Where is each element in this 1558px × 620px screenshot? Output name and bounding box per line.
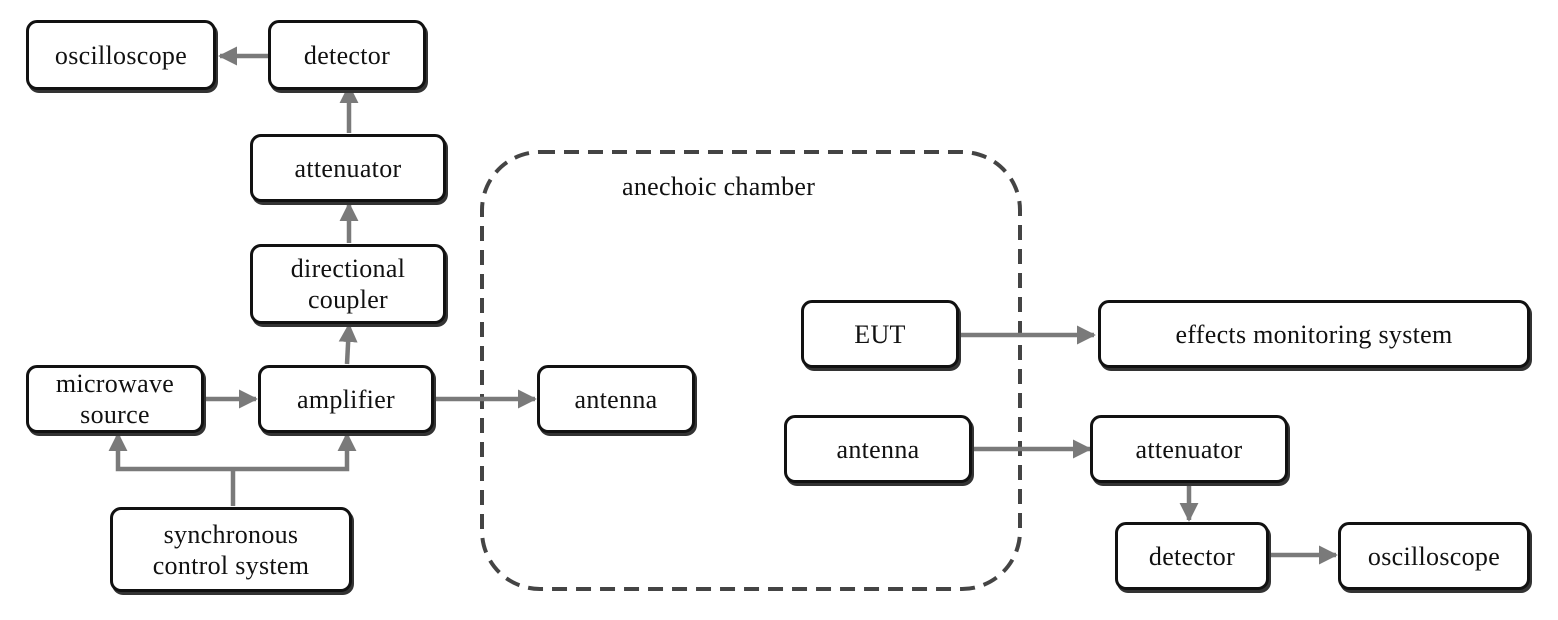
oscilloscope-box-left: oscilloscope: [26, 20, 216, 90]
oscilloscope-box-right: oscilloscope: [1338, 522, 1530, 590]
eut-label: EUT: [854, 319, 906, 349]
anechoic-chamber-label: anechoic chamber: [622, 172, 816, 201]
microwave-source-label: microwave source: [55, 369, 175, 429]
effects-monitoring-system-box: effects monitoring system: [1098, 300, 1530, 368]
attenuator-label: attenuator: [294, 153, 402, 183]
detector-box-left: detector: [268, 20, 426, 90]
arrow-amplifier-to-coupler: [338, 323, 358, 365]
detector-box-right: detector: [1115, 522, 1269, 590]
attenuator-box-right: attenuator: [1090, 415, 1288, 483]
eut-box: EUT: [801, 300, 959, 368]
synchronous-control-system-label: synchronous control system: [152, 519, 310, 580]
attenuator-label: attenuator: [1135, 434, 1243, 464]
synchronous-control-system-box: synchronous control system: [110, 507, 352, 592]
directional-coupler-label: directional coupler: [290, 254, 406, 314]
microwave-source-box: microwave source: [26, 365, 204, 433]
amplifier-label: amplifier: [297, 384, 395, 414]
arrow-sync-to-amplifier: [233, 432, 357, 472]
oscilloscope-label: oscilloscope: [1367, 541, 1501, 571]
attenuator-box-left: attenuator: [250, 134, 446, 202]
directional-coupler-box: directional coupler: [250, 244, 446, 324]
detector-label: detector: [1148, 541, 1236, 571]
arrow-sync-to-source: [108, 432, 233, 472]
antenna-tx-box: antenna: [537, 365, 695, 433]
amplifier-box: amplifier: [258, 365, 434, 433]
effects-monitoring-system-label: effects monitoring system: [1175, 319, 1453, 349]
oscilloscope-label: oscilloscope: [54, 40, 188, 70]
anechoic-chamber-boundary: [480, 150, 1022, 591]
antenna-label: antenna: [574, 384, 658, 414]
antenna-rx-box: antenna: [784, 415, 972, 483]
antenna-label: antenna: [836, 434, 920, 464]
detector-label: detector: [303, 40, 391, 70]
